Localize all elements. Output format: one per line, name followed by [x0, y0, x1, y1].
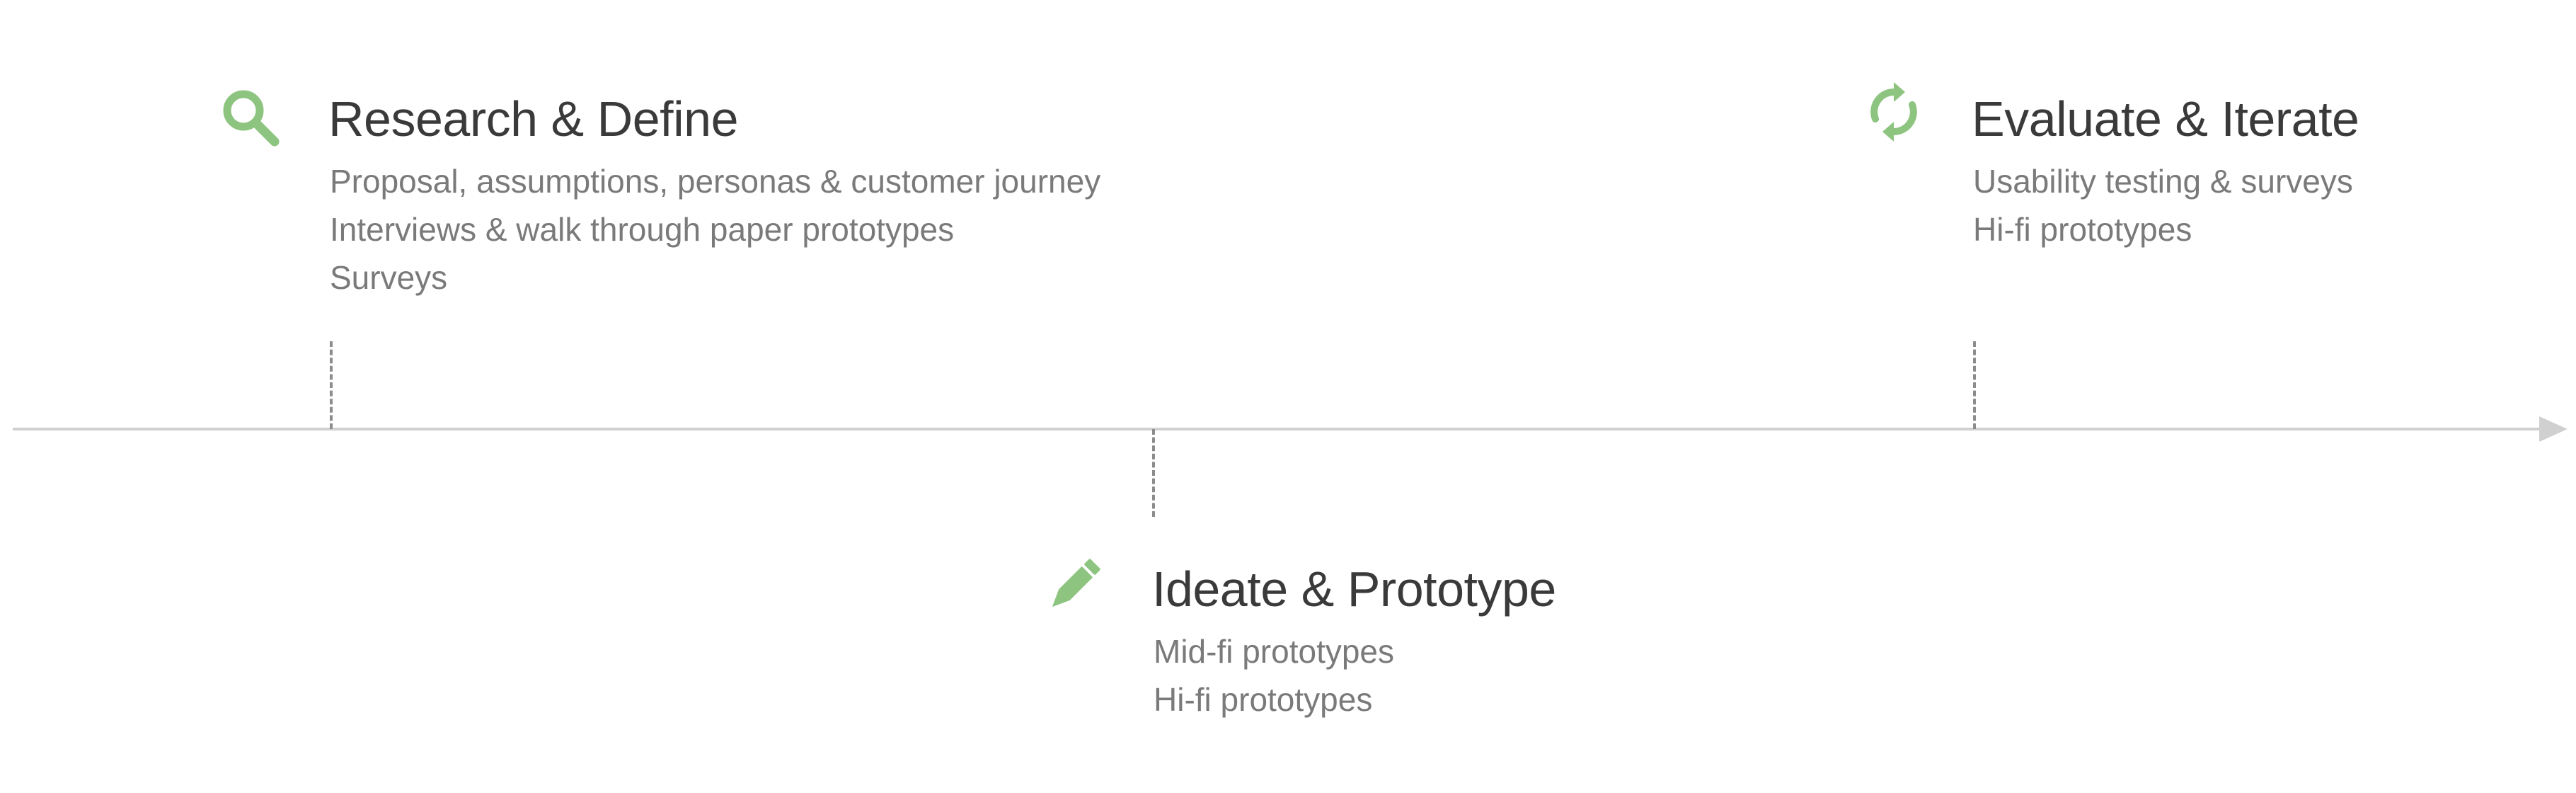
- stage-item-list: Proposal, assumptions, personas & custom…: [330, 157, 1100, 302]
- search-icon: [217, 84, 284, 152]
- stage-item-list: Usability testing & surveys Hi-fi protot…: [1973, 157, 2353, 253]
- stage-item-list: Mid-fi prototypes Hi-fi prototypes: [1154, 627, 1394, 724]
- stage-item: Mid-fi prototypes: [1154, 633, 1395, 670]
- stage-item: Hi-fi prototypes: [1973, 211, 2192, 248]
- stage-item: Interviews & walk through paper prototyp…: [330, 211, 955, 248]
- stage-title: Evaluate & Iterate: [1972, 91, 2359, 147]
- pencil-icon: [1040, 551, 1108, 619]
- timeline-arrowhead: [2539, 416, 2568, 442]
- stage-item: Usability testing & surveys: [1973, 163, 2353, 200]
- timeline-tick-ideate: [1152, 429, 1155, 517]
- stage-item: Surveys: [330, 259, 448, 296]
- stage-item: Proposal, assumptions, personas & custom…: [330, 163, 1101, 200]
- timeline-tick-research: [330, 341, 333, 429]
- stage-title: Ideate & Prototype: [1152, 561, 1556, 617]
- stage-item: Hi-fi prototypes: [1154, 681, 1373, 718]
- refresh-icon: [1860, 78, 1928, 146]
- timeline-axis: [13, 428, 2546, 430]
- timeline-tick-evaluate: [1973, 341, 1976, 429]
- stage-title: Research & Define: [328, 91, 739, 147]
